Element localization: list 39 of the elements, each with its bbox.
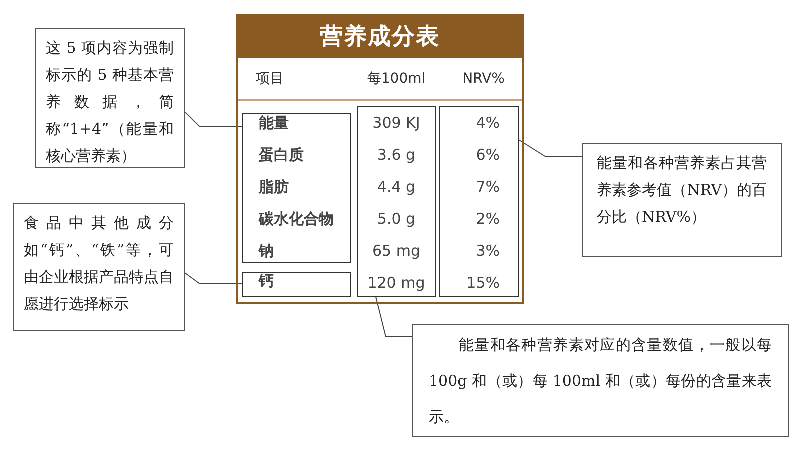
- nutrition-table: [236, 14, 524, 304]
- leader-line: [184, 272, 242, 284]
- column-header: NRV%: [462, 70, 506, 89]
- callout-box: [582, 143, 782, 257]
- table-cell-text: 7%: [475, 177, 501, 198]
- callout-box: [13, 203, 185, 331]
- callout-text: 食品中其他成分如“钙”、“铁”等，可由企业根据产品特点自愿进行选择标示: [24, 213, 174, 315]
- table-cell-text: 15%: [466, 273, 501, 294]
- table-cell-text: 6%: [475, 145, 501, 166]
- table-cell-text: 4.4 g: [376, 177, 417, 198]
- table-cell-text: 120 mg: [366, 273, 426, 294]
- callout-text: 能量和各种营养素占其营养素参考值（NRV）的百分比（NRV%）: [597, 153, 767, 228]
- table-cell-text: 2%: [475, 209, 501, 230]
- table-cell-text: 钙: [258, 271, 275, 292]
- column-header: 每100ml: [366, 70, 427, 89]
- table-cell-text: 脂肪: [258, 177, 290, 198]
- leader-line: [184, 112, 242, 128]
- table-cell-text: 蛋白质: [258, 145, 305, 166]
- highlight-frame: [242, 272, 351, 297]
- table-cell-text: 钠: [258, 241, 275, 262]
- table-cell-text: 能量: [258, 113, 290, 134]
- callout-box: [412, 324, 789, 437]
- callout-text: 能量和各种营养素对应的含量数值，一般以每 100g 和（或）每 100ml 和（或）每份的含量来表示。: [429, 335, 772, 428]
- table-cell-text: 3%: [475, 241, 501, 262]
- table-cell-text: 碳水化合物: [258, 209, 335, 230]
- leader-line: [376, 296, 412, 338]
- table-cell-text: 65 mg: [372, 241, 422, 262]
- highlight-frame: [439, 106, 519, 297]
- highlight-frame: [242, 113, 351, 263]
- table-cell-text: 4%: [475, 113, 501, 134]
- table-cell-text: 309 KJ: [372, 113, 422, 134]
- column-header: 项目: [256, 70, 284, 89]
- table-cell-text: 3.6 g: [376, 145, 417, 166]
- highlight-frame: [357, 106, 436, 297]
- leader-line: [518, 140, 582, 158]
- callout-box: [35, 28, 185, 168]
- callout-text: 这 5 项内容为强制标示的 5 种基本营养数据，简称“1+4”（能量和核心营养素）: [46, 38, 174, 167]
- table-title: 营养成分表: [238, 16, 522, 58]
- table-cell-text: 5.0 g: [376, 209, 417, 230]
